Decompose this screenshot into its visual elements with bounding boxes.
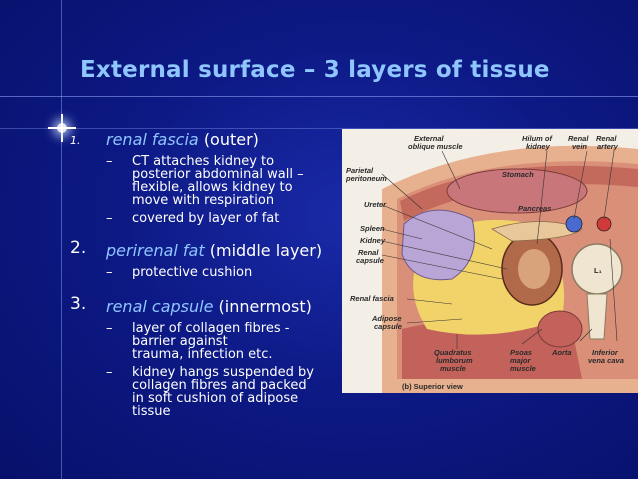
item-heading: renal fascia (outer) — [106, 130, 342, 150]
decorative-horizontal-line — [0, 96, 638, 97]
figure-caption: (b) Superior view — [402, 382, 463, 391]
label-pancreas: Pancreas — [518, 204, 551, 213]
item-heading: renal capsule (innermost) — [106, 297, 342, 317]
decorative-horizontal-line-2 — [0, 128, 638, 129]
item-term: renal capsule — [106, 297, 214, 316]
list-item-renal-fascia: 1. renal fascia (outer) –CT attaches kid… — [70, 130, 342, 225]
list-item-renal-capsule: 3. renal capsule (innermost) –layer of c… — [70, 294, 342, 419]
sub-point: –covered by layer of fat — [106, 211, 280, 226]
item-number: 2. — [70, 238, 87, 258]
slide-title: External surface – 3 layers of tissue — [80, 57, 550, 83]
item-number: 1. — [70, 134, 81, 147]
sparkle-icon — [48, 114, 76, 142]
label-renal-fascia: Renal fascia — [350, 294, 394, 303]
decorative-vertical-line — [61, 0, 62, 479]
label-spleen: Spleen — [360, 224, 385, 233]
bullet-list: 1. renal fascia (outer) –CT attaches kid… — [70, 130, 342, 428]
sub-point: –layer of collagen fibres - barrier agai… — [106, 321, 290, 362]
item-number: 3. — [70, 294, 87, 314]
item-heading: perirenal fat (middle layer) — [106, 241, 342, 261]
item-qualifier: (innermost) — [218, 297, 312, 316]
sub-point: –CT attaches kidney to posterior abdomin… — [106, 154, 304, 208]
item-term: renal fascia — [106, 130, 199, 149]
label-vertebra: L₁ — [594, 266, 602, 275]
item-qualifier: (outer) — [203, 130, 259, 149]
label-kidney: Kidney — [360, 236, 386, 245]
label-aorta: Aorta — [551, 348, 572, 357]
item-term: perirenal fat — [106, 241, 205, 260]
list-item-perirenal-fat: 2. perirenal fat (middle layer) –protect… — [70, 238, 342, 280]
sub-point: –protective cushion — [106, 265, 253, 280]
sub-point: –kidney hangs suspended by collagen fibr… — [106, 365, 314, 419]
label-stomach: Stomach — [502, 170, 534, 179]
label-ureter: Ureter — [364, 200, 387, 209]
item-qualifier: (middle layer) — [209, 241, 323, 260]
